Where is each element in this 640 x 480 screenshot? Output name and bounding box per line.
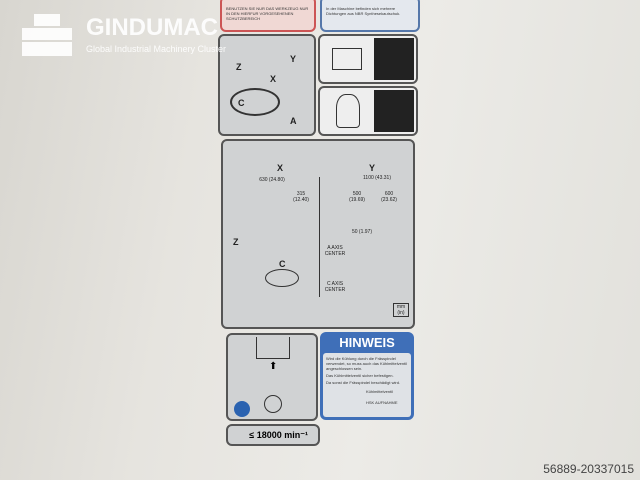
rotary-table-icon	[230, 88, 280, 116]
spindle-label: ⬆	[226, 333, 318, 421]
warning-text: BENUTZEN SIE NUR DAS WERKZEUG NUR IN DEN…	[226, 6, 309, 21]
unit-box: mm (in)	[393, 303, 409, 317]
travel-diagram-label: X Y Z C 630 (24.80) 315 (12.40) 1100 (43…	[221, 139, 415, 329]
gindumac-logo-icon	[22, 14, 72, 56]
hinweis-line3: Da sonst die Frässpindel beschädigt wird…	[326, 380, 401, 385]
diagram-z: Z	[233, 237, 239, 247]
tool-icon	[332, 48, 362, 70]
hinweis-line1: Wird die Kühlung durch die Frässpindel v…	[326, 356, 407, 371]
hinweis-title: HINWEIS	[339, 335, 395, 350]
watermark-name: GINDUMAC	[86, 14, 218, 41]
divider	[319, 177, 320, 297]
hinweis-line2: Das Kühlmittelventil sicher befestigen.	[326, 373, 394, 378]
serial-number: 56889-20337015	[543, 462, 634, 476]
manual-icon	[234, 401, 250, 417]
hinweis-callout2: HSK AUFNAHME	[366, 400, 398, 405]
axis-z: Z	[236, 62, 242, 72]
warning-label: BENUTZEN SIE NUR DAS WERKZEUG NUR IN DEN…	[220, 0, 316, 32]
diagram-y: Y	[369, 163, 376, 173]
hinweis-callout1: Kühlmittelventil	[366, 389, 393, 394]
dim-600: 600 (23.62)	[381, 191, 397, 203]
crosshair-icon	[264, 395, 282, 413]
dim-500: 500 (19.69)	[349, 191, 365, 203]
axis-y: Y	[290, 54, 297, 64]
rotary-table-icon	[265, 269, 299, 287]
holder-icon	[336, 94, 360, 128]
info-text: In der Maschine befinden sich mehrere Di…	[326, 6, 401, 16]
dim-50: 50 (1.97)	[351, 229, 372, 235]
axes-label: Z X Y C A	[218, 34, 316, 136]
arrow-up-icon: ⬆	[269, 361, 278, 372]
hinweis-label: HINWEIS Wird die Kühlung durch die Fräss…	[320, 332, 414, 420]
c-axis-center: C AXIS CENTER	[324, 281, 346, 293]
watermark-tagline: Global Industrial Machinery Cluster	[86, 44, 227, 54]
tool-spec-label	[318, 34, 418, 84]
diagram-c: C	[279, 259, 286, 269]
axis-x: X	[270, 74, 277, 84]
tool-spec-label-2	[318, 86, 418, 136]
axis-a: A	[290, 116, 297, 126]
spindle-icon	[256, 337, 290, 359]
dim-630: 630 (24.80)	[259, 177, 285, 183]
spec-table-2	[374, 90, 414, 132]
dim-1100: 1100 (43.31)	[363, 175, 391, 181]
speed-text: ≤ 18000 min⁻¹	[249, 429, 308, 440]
spec-table	[374, 38, 414, 80]
info-label: In der Maschine befinden sich mehrere Di…	[320, 0, 420, 32]
diagram-x: X	[277, 163, 284, 173]
a-axis-center: A AXIS CENTER	[324, 245, 346, 257]
dim-315: 315 (12.40)	[293, 191, 309, 203]
speed-label: ≤ 18000 min⁻¹	[226, 424, 320, 446]
